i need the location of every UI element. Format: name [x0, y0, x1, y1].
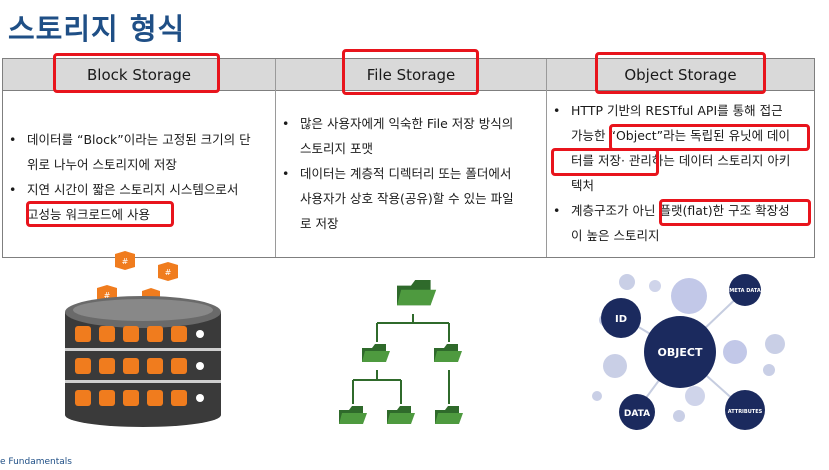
storage-comparison-table: Block Storage File Storage Object Storag… — [2, 58, 815, 258]
file-storage-description: 많은 사용자에게 익숙한 File 저장 방식의 스토리지 포맷 데이터는 계층… — [276, 92, 546, 257]
text-line: 계층구조가 아닌 플랫(flat)한 구조 확장성 — [571, 203, 790, 218]
bullet-item: 지연 시간이 짧은 스토리지 시스템으로서 고성능 워크로드에 사용 — [3, 177, 275, 227]
decor-bubble — [765, 334, 785, 354]
svg-text:DATA: DATA — [624, 409, 650, 419]
decor-bubble — [763, 364, 775, 376]
decor-bubble — [723, 340, 747, 364]
id-node: ID — [601, 298, 641, 338]
tree-connectors — [352, 314, 450, 404]
text-line: 텍처 — [571, 178, 595, 193]
svg-text:OBJECT: OBJECT — [658, 346, 703, 359]
text-line: 이 높은 스토리지 — [571, 228, 660, 243]
floating-block-icon: # — [115, 251, 135, 270]
data-node: DATA — [619, 394, 655, 430]
disk-blocks-row-2 — [75, 358, 204, 374]
folder-icon — [362, 344, 390, 362]
object-storage-illustration: OBJECT ID META DATA DATA ATTRIBUTES — [592, 274, 785, 430]
decor-bubble — [685, 386, 705, 406]
decor-bubble — [619, 274, 635, 290]
file-storage-illustration — [339, 280, 463, 424]
svg-text:ATTRIBUTES: ATTRIBUTES — [728, 409, 763, 415]
decor-bubble — [649, 280, 661, 292]
bullet-item: 데이터는 계층적 디렉터리 또는 폴더에서 사용자가 상호 작용(공유)할 수 … — [276, 161, 546, 236]
text-line: 위로 나누어 스토리지에 저장 — [27, 157, 177, 172]
text-line: 터를 저장· 관리하는 데이터 스토리지 아키 — [571, 153, 791, 168]
svg-text:#: # — [165, 268, 172, 277]
text-line: HTTP 기반의 RESTful API를 통해 접근 — [571, 103, 783, 118]
svg-text:#: # — [104, 291, 111, 300]
floating-block-icon: # — [158, 262, 178, 281]
object-storage-description: HTTP 기반의 RESTful API를 통해 접근 가능한 “Object”… — [547, 92, 814, 257]
attributes-node: ATTRIBUTES — [725, 390, 765, 430]
text-line: 지연 시간이 짧은 스토리지 시스템으로서 — [27, 182, 239, 197]
bullet-item: 데이터를 “Block”이라는 고정된 크기의 단 위로 나누어 스토리지에 저… — [3, 127, 275, 177]
disk-blocks-row-3 — [75, 390, 204, 406]
decor-bubble — [671, 278, 707, 314]
text-line: 많은 사용자에게 익숙한 File 저장 방식의 — [300, 116, 514, 131]
block-storage-illustration: # # # — [65, 251, 221, 427]
root-folder-icon — [397, 280, 437, 306]
footer-text: e Fundamentals — [0, 457, 72, 467]
folder-icon — [387, 406, 415, 424]
svg-text:#: # — [122, 257, 129, 266]
text-line: 데이터를 “Block”이라는 고정된 크기의 단 — [27, 132, 251, 147]
folder-icon — [339, 406, 367, 424]
object-node: OBJECT — [644, 316, 716, 388]
disk-blocks-row-1 — [75, 326, 204, 342]
file-storage-header: File Storage — [276, 59, 546, 91]
svg-text:META DATA: META DATA — [729, 288, 761, 294]
text-line: 스토리지 포맷 — [300, 141, 373, 156]
decor-bubble — [673, 410, 685, 422]
text-line: 사용자가 상호 작용(공유)할 수 있는 파일 — [300, 191, 514, 206]
text-line: 로 저장 — [300, 216, 339, 231]
metadata-node: META DATA — [729, 274, 761, 306]
text-line: 데이터는 계층적 디렉터리 또는 폴더에서 — [300, 166, 512, 181]
bullet-item: 계층구조가 아닌 플랫(flat)한 구조 확장성 이 높은 스토리지 — [547, 198, 814, 248]
page-title: 스토리지 형식 — [8, 12, 186, 46]
folder-icon — [434, 344, 462, 362]
bullet-item: 많은 사용자에게 익숙한 File 저장 방식의 스토리지 포맷 — [276, 111, 546, 161]
folder-icon — [435, 406, 463, 424]
decor-bubble — [592, 391, 602, 401]
block-storage-header: Block Storage — [3, 59, 275, 91]
decor-bubble — [603, 354, 627, 378]
text-line: 가능한 “Object”라는 독립된 유닛에 데이 — [571, 128, 791, 143]
bullet-item: HTTP 기반의 RESTful API를 통해 접근 가능한 “Object”… — [547, 98, 814, 198]
block-storage-description: 데이터를 “Block”이라는 고정된 크기의 단 위로 나누어 스토리지에 저… — [3, 92, 275, 257]
object-storage-header: Object Storage — [547, 59, 814, 91]
svg-text:ID: ID — [615, 314, 627, 325]
text-line: 고성능 워크로드에 사용 — [27, 207, 150, 222]
